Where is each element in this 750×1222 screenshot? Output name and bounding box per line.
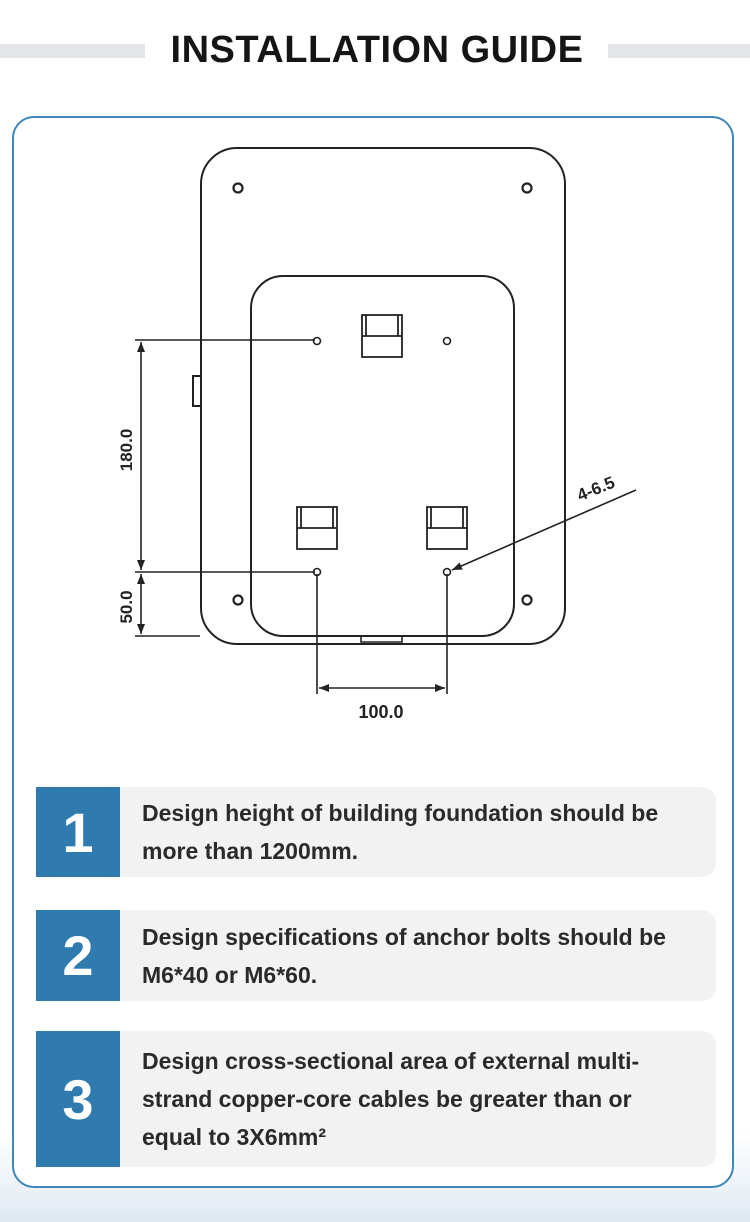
header-bar-right bbox=[608, 44, 750, 58]
step-text: Design height of building foundation sho… bbox=[120, 787, 716, 877]
step-text: Design cross-sectional area of external … bbox=[120, 1031, 716, 1167]
step-number: 2 bbox=[36, 910, 120, 1001]
content-frame bbox=[12, 116, 734, 1188]
inner-housing bbox=[250, 275, 515, 637]
step-2: 2 Design specifications of anchor bolts … bbox=[36, 910, 716, 1001]
step-3: 3 Design cross-sectional area of externa… bbox=[36, 1031, 716, 1167]
hook-slots bbox=[296, 314, 468, 550]
step-text: Design specifications of anchor bolts sh… bbox=[120, 910, 716, 1001]
mount-hole-top-left bbox=[312, 336, 322, 346]
dim-label-100: 100.0 bbox=[358, 702, 403, 722]
dim-label-180: 180.0 bbox=[117, 429, 136, 472]
dim-label-50: 50.0 bbox=[117, 590, 136, 623]
step-number: 3 bbox=[36, 1031, 120, 1167]
mount-hole-top-right bbox=[442, 336, 452, 346]
corner-hole-top-left bbox=[232, 182, 244, 194]
corner-hole-bottom-right bbox=[521, 594, 533, 606]
page-title: INSTALLATION GUIDE bbox=[170, 29, 584, 71]
mounting-diagram: 180.0 50.0 100.0 4-6.5 bbox=[117, 147, 637, 722]
corner-hole-top-right bbox=[521, 182, 533, 194]
corner-hole-bottom-left bbox=[232, 594, 244, 606]
side-tab bbox=[192, 375, 201, 407]
step-number: 1 bbox=[36, 787, 120, 877]
step-1: 1 Design height of building foundation s… bbox=[36, 787, 716, 877]
outer-plate bbox=[200, 147, 566, 645]
hole-leader bbox=[451, 489, 637, 571]
bottom-notch bbox=[360, 636, 403, 643]
header-bar-left bbox=[0, 44, 145, 58]
header: INSTALLATION GUIDE bbox=[0, 22, 750, 78]
